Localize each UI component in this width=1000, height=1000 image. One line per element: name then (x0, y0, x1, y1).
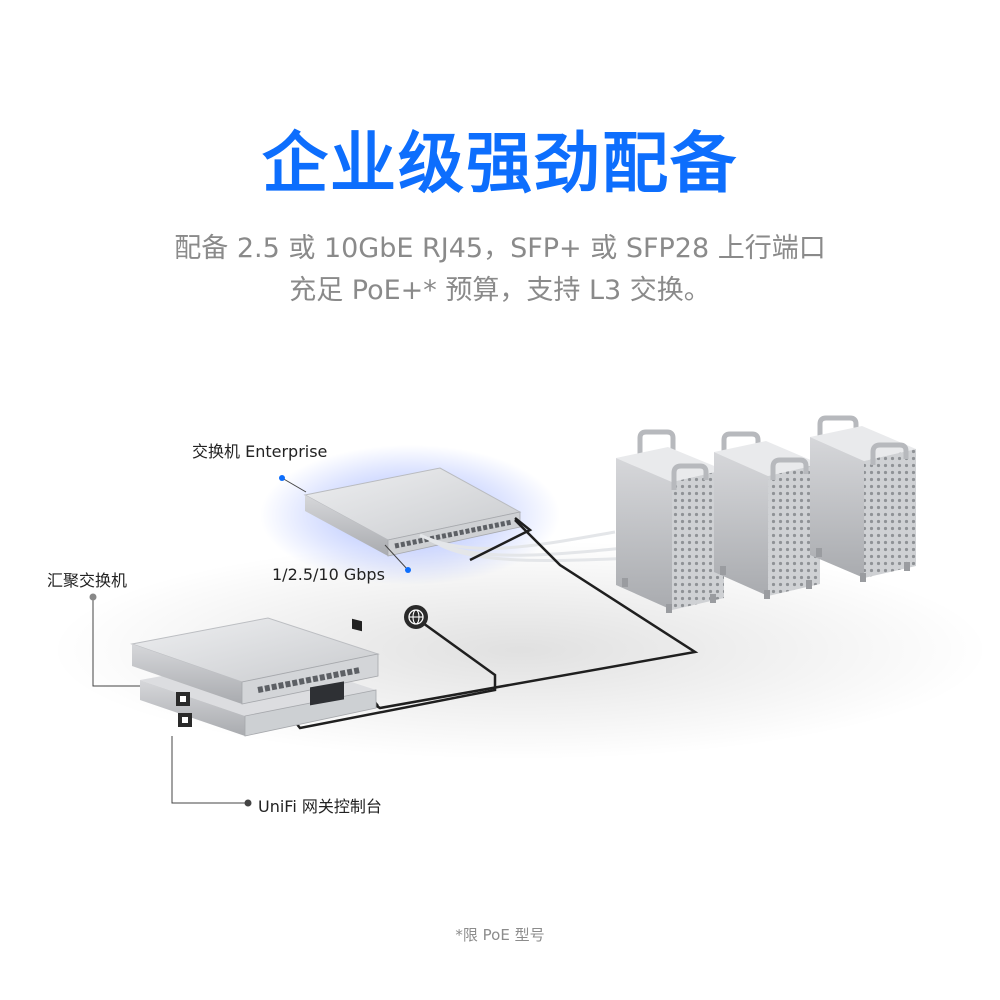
server-tower-1 (616, 429, 724, 613)
aggregation-dot (89, 593, 97, 601)
server-tower-2 (714, 431, 820, 599)
server-tower-3 (810, 415, 916, 582)
aggregation-switch (130, 617, 380, 706)
label-aggregation-switch: 汇聚交换机 (47, 571, 128, 590)
label-speed: 1/2.5/10 Gbps (272, 565, 385, 584)
enterprise-switch (303, 467, 522, 632)
label-enterprise-switch: 交换机 Enterprise (192, 442, 328, 461)
label-gateway: UniFi 网关控制台 (258, 797, 382, 816)
speed-dot (405, 567, 411, 573)
gateway-dot (244, 799, 252, 807)
footnote: *限 PoE 型号 (455, 926, 545, 944)
page-title: 企业级强劲配备 (262, 125, 738, 202)
subtitle-line-2: 充足 PoE+* 预算，支持 L3 交换。 (289, 275, 711, 306)
leader-lines (92, 477, 409, 804)
enterprise-switch-dot (279, 475, 285, 481)
globe-icon (404, 605, 428, 629)
subtitle-line-1: 配备 2.5 或 10GbE RJ45，SFP+ 或 SFP28 上行端口 (174, 233, 826, 264)
